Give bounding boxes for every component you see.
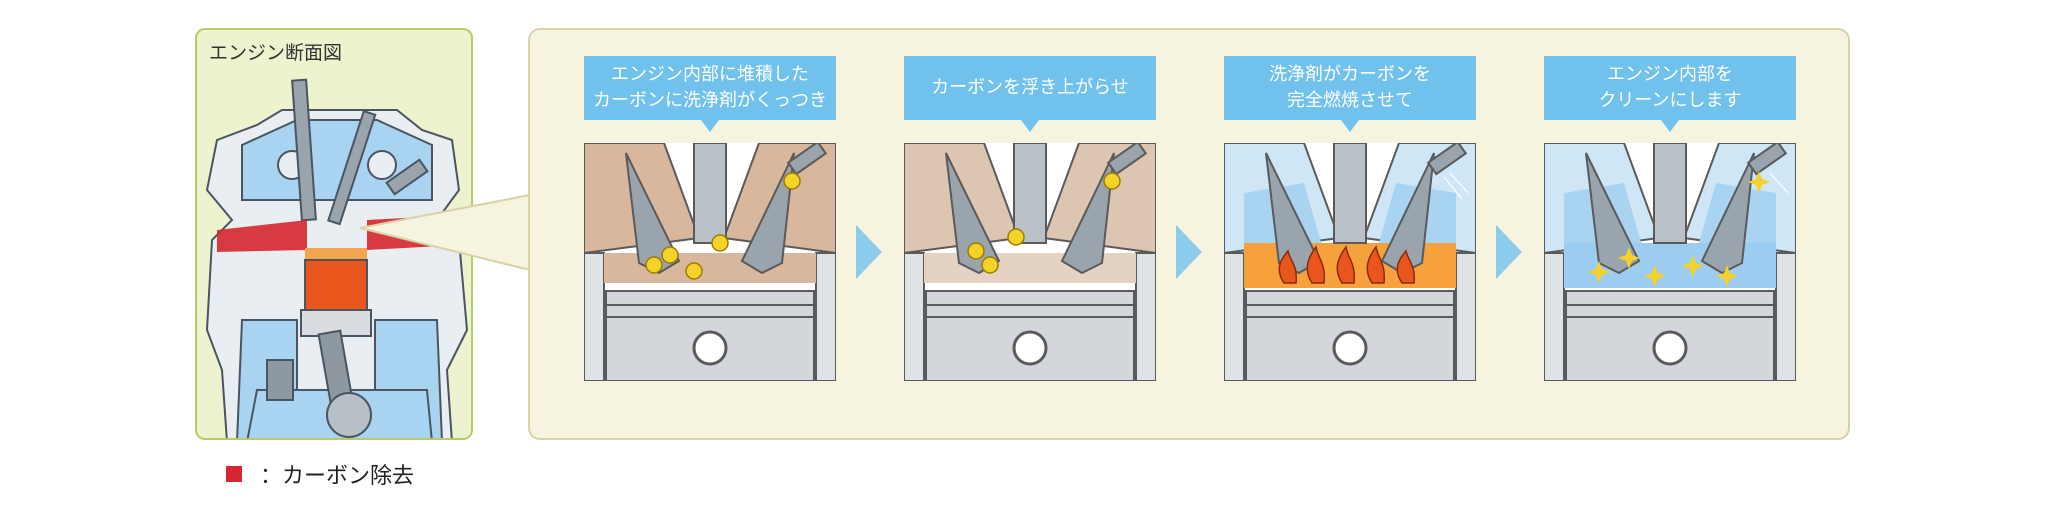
step-3-illustration — [1224, 143, 1476, 381]
sparkle-icon — [1588, 171, 1770, 287]
step-1-illustration — [584, 143, 836, 381]
process-step-1: エンジン内部に堆積した カーボンに洗浄剤がくっつき — [584, 56, 836, 381]
engine-cross-section-panel: エンジン断面図 — [195, 28, 473, 440]
process-step-2: カーボンを浮き上がらせ — [904, 56, 1156, 381]
legend-red-swatch — [226, 466, 242, 482]
step-4-illustration — [1544, 143, 1796, 381]
step-arrow-2-icon — [1176, 225, 1202, 279]
step-4-caption: エンジン内部を クリーンにします — [1544, 56, 1796, 132]
step-3-caption: 洗浄剤がカーボンを 完全燃焼させて — [1224, 56, 1476, 132]
engine-cross-section-illustration — [205, 78, 469, 438]
process-step-4: エンジン内部を クリーンにします — [1544, 56, 1796, 381]
process-step-3: 洗浄剤がカーボンを 完全燃焼させて — [1224, 56, 1476, 381]
step-arrow-3-icon — [1496, 225, 1522, 279]
step-arrow-1-icon — [856, 225, 882, 279]
step-2-caption: カーボンを浮き上がらせ — [904, 56, 1156, 132]
engine-panel-title: エンジン断面図 — [209, 42, 343, 64]
step-2-illustration — [904, 143, 1156, 381]
legend: ：カーボン除去 — [226, 458, 414, 490]
step-1-caption: エンジン内部に堆積した カーボンに洗浄剤がくっつき — [584, 56, 836, 132]
legend-label: ：カーボン除去 — [260, 464, 415, 489]
